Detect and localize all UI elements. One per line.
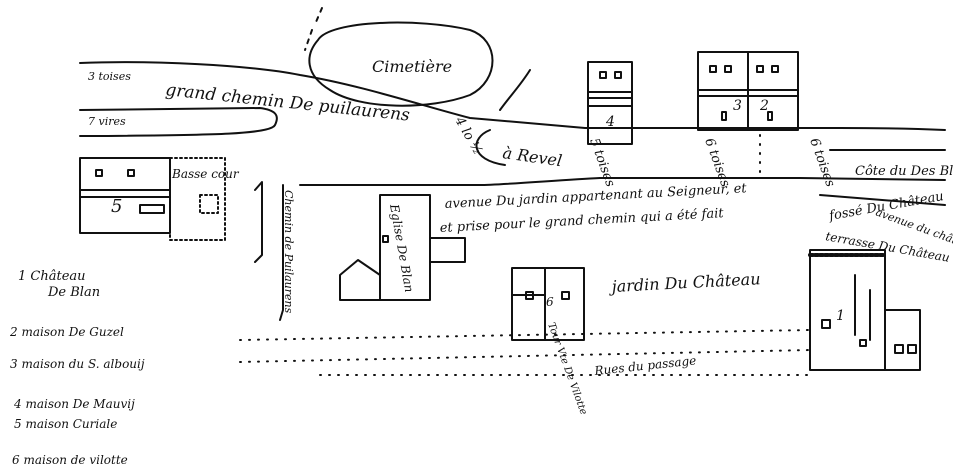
label-toises-3: 6 toises: [806, 136, 838, 189]
label-jardin: jardin Du Château: [608, 269, 761, 296]
label-eglise: Eglise De Blan: [387, 202, 416, 293]
legend-item-3: 3 maison du S. albouij: [10, 357, 145, 371]
chateau-outline: [809, 249, 886, 371]
label-a-revel: à Revel: [501, 143, 563, 170]
legend-item-6: 6 maison de vilotte: [12, 453, 128, 467]
label-avenue-2: et prise pour le grand chemin qui a été …: [439, 206, 724, 236]
house-5-outline: [79, 157, 171, 234]
house-number-4: 4: [605, 114, 615, 130]
label-basse-cour: Basse cour: [171, 167, 240, 181]
legend-item-5: 5 maison Curiale: [14, 417, 118, 431]
house-number-2: 2: [759, 98, 769, 114]
legend-item-1: 1 Château: [18, 269, 86, 284]
label-left-edge-2: 7 vires: [88, 115, 126, 128]
house-6-outline: [511, 267, 585, 341]
label-grand-chemin: grand chemin De puilaurens: [164, 80, 411, 126]
house-number-6: 6: [546, 295, 554, 309]
house-4-outline: [587, 61, 633, 145]
house-number-1: 1: [836, 308, 845, 324]
label-tour: Tour Vte De Vilotte: [545, 321, 589, 416]
label-cimetiere: Cimetière: [372, 57, 452, 76]
church-outline: [379, 194, 431, 301]
label-chemin-vert: Chemin de Puilaurens: [282, 190, 295, 314]
label-left-edge-1: 3 toises: [88, 70, 131, 83]
legend-item-4: 4 maison De Mauvij: [14, 397, 135, 411]
house-number-5: 5: [111, 196, 122, 217]
house-number-3: 3: [733, 98, 742, 114]
legend-item-1-cont: De Blan: [48, 285, 101, 300]
label-cote-du-blan: Côte du Des Blan: [855, 164, 953, 179]
cemetery-outline: [308, 21, 494, 107]
legend-item-2: 2 maison De Guzel: [10, 325, 124, 339]
